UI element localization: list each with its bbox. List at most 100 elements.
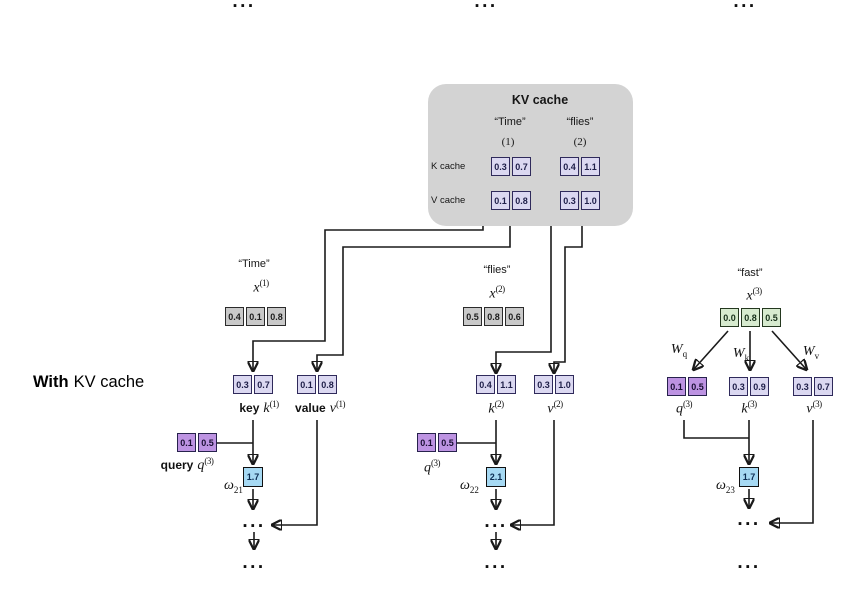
token1-word: “Time” [238, 258, 270, 270]
omega23-score-cell: 1.7 [739, 467, 759, 487]
token1-ellipsis-1: ... [242, 511, 266, 532]
line-q3-join-col3 [683, 420, 749, 439]
line-v1-to-dots [273, 420, 318, 525]
wq-label: Wq [671, 342, 687, 359]
line-v2-to-dots [512, 420, 555, 525]
top-ellipsis-2: ... [474, 0, 498, 12]
token2-key-vector: 0.4 1.1 [476, 375, 516, 394]
token3-x-label: x(3) [746, 286, 763, 305]
x-sup: (1) [259, 278, 270, 288]
omega-sym: ω [716, 478, 726, 493]
omega22-label: ω22 [460, 478, 479, 495]
omega21-score-cell: 1.7 [243, 467, 263, 487]
cell: 0.4 [560, 157, 579, 176]
x-sup: (2) [495, 284, 506, 294]
cell: 0.3 [491, 157, 510, 176]
token3-ellipsis-1: ... [737, 509, 761, 530]
x-var: x [746, 288, 753, 304]
kv-cache-title: KV cache [511, 93, 569, 107]
kv-v-flies-vector: 0.3 1.0 [560, 191, 600, 210]
q-var: q [424, 460, 431, 476]
v-var: v [806, 401, 813, 417]
k-var: k [488, 401, 495, 417]
token2-query-label: q(3) [424, 458, 441, 477]
token3-query-label: q(3) [676, 399, 693, 418]
cell: 0.0 [720, 308, 739, 327]
cell: 0.1 [667, 377, 686, 396]
omega23-label: ω23 [716, 478, 735, 495]
token1-key-vector: 0.3 0.7 [233, 375, 273, 394]
omega22-score-cell: 2.1 [486, 467, 506, 487]
v-cache-row-label: V cache [431, 195, 466, 206]
q-var: q [197, 458, 205, 473]
x-sup: (3) [752, 286, 763, 296]
q-sup: (3) [431, 458, 441, 468]
q-sup: (3) [204, 456, 214, 466]
kv-col-time-index: (1) [501, 136, 515, 148]
k-var: k [263, 401, 270, 416]
cell: 0.4 [476, 375, 495, 394]
cell: 0.1 [417, 433, 436, 452]
cell: 0.1 [491, 191, 510, 210]
query-word: query [160, 458, 194, 472]
cell: 0.1 [177, 433, 196, 452]
cell: 1.1 [581, 157, 600, 176]
token2-key-label: k(2) [488, 399, 505, 418]
line-vcache-flies-to-v2 [554, 210, 583, 372]
cell: 1.0 [581, 191, 600, 210]
k-var: k [741, 401, 748, 417]
token1-ellipsis-2: ... [242, 552, 266, 573]
token2-word: “flies” [483, 264, 511, 276]
arrow-wq [694, 330, 729, 369]
token3-value-label: v(3) [806, 399, 823, 418]
cell: 0.3 [729, 377, 748, 396]
cell: 0.5 [762, 308, 781, 327]
token3-ellipsis-2: ... [737, 552, 761, 573]
kv-v-time-vector: 0.1 0.8 [491, 191, 531, 210]
cell: 0.7 [254, 375, 273, 394]
kv-col-flies-index: (2) [573, 136, 587, 148]
k-sup: (1) [269, 399, 280, 409]
w-sub: k [744, 352, 750, 363]
token3-value-vector: 0.3 0.7 [793, 377, 833, 396]
kv-cache-word: KV cache [73, 373, 145, 391]
cell: 0.5 [463, 307, 482, 326]
value-word: value [295, 401, 326, 415]
wv-label: Wv [803, 344, 819, 361]
cell: 0.1 [297, 375, 316, 394]
cell: 1.0 [555, 375, 574, 394]
token3-query-vector: 0.1 0.5 [667, 377, 707, 396]
cell: 0.8 [484, 307, 503, 326]
v-sup: (3) [812, 399, 823, 409]
w-var: W [732, 346, 745, 361]
token1-x-vector: 0.4 0.1 0.8 [225, 307, 286, 326]
token1-value-vector: 0.1 0.8 [297, 375, 337, 394]
v-var: v [329, 401, 336, 416]
cell: 0.3 [793, 377, 812, 396]
token3-word: “fast” [737, 267, 763, 279]
k-sup: (2) [494, 399, 505, 409]
cell: 0.8 [741, 308, 760, 327]
token2-x-vector: 0.5 0.8 0.6 [463, 307, 524, 326]
cell: 0.1 [246, 307, 265, 326]
wk-label: Wk [733, 346, 749, 363]
x-var: x [253, 280, 260, 296]
omega-sym: ω [224, 478, 234, 493]
key-word: key [239, 401, 260, 415]
token2-ellipsis-1: ... [484, 511, 508, 532]
token2-ellipsis-2: ... [484, 552, 508, 573]
cell: 1.1 [497, 375, 516, 394]
token1-x-label: x(1) [253, 278, 270, 297]
cell: 0.8 [318, 375, 337, 394]
top-ellipsis-1: ... [232, 0, 256, 12]
v-sup: (2) [553, 399, 564, 409]
cell: 0.3 [560, 191, 579, 210]
cell: 0.5 [688, 377, 707, 396]
q-var: q [676, 401, 683, 417]
line-vcache-time-to-v1 [317, 210, 511, 370]
cell: 0.7 [814, 377, 833, 396]
